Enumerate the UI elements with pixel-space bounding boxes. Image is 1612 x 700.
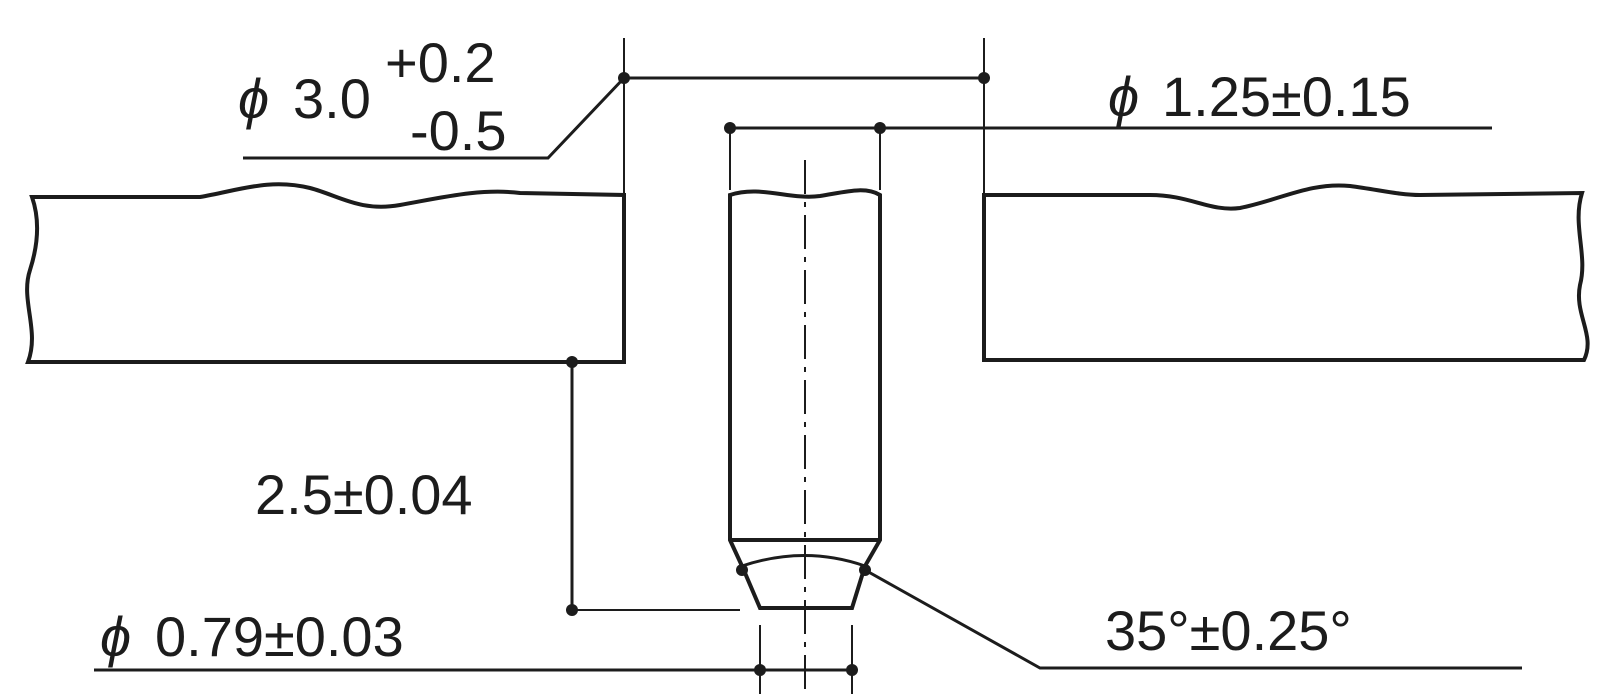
chamfer-dot-left	[736, 564, 748, 576]
left-board-section	[25, 182, 626, 364]
height-dim-dot-top	[566, 356, 578, 368]
tip-diameter-value: 0.79±0.03	[155, 605, 404, 668]
hole-diameter-symbol: ϕ	[238, 67, 269, 130]
chamfer-leader-line	[864, 568, 1522, 670]
pin-diameter-symbol: ϕ	[1108, 65, 1139, 128]
pin-tip-arc	[741, 554, 866, 568]
right-board-section	[982, 183, 1590, 362]
chamfer-angle-value: 35°±0.25°	[1105, 599, 1352, 662]
height-value: 2.5±0.04	[255, 463, 473, 526]
pin-dim-dot-left	[724, 122, 736, 134]
pin-diameter-value: 1.25±0.15	[1162, 65, 1411, 128]
hole-diameter-upper-tol: +0.2	[385, 31, 496, 94]
height-dim-dot-bottom	[566, 604, 578, 616]
tip-dim-dot-left	[754, 664, 766, 676]
hole-diameter-nominal: 3.0	[293, 67, 371, 130]
hole-dim-dot-right	[978, 72, 990, 84]
tip-diameter-symbol: ϕ	[100, 605, 131, 668]
hole-leader-line	[243, 76, 626, 160]
tip-dim-dot-right	[846, 664, 858, 676]
pin-dim-dot-right	[874, 122, 886, 134]
hole-diameter-lower-tol: -0.5	[410, 99, 507, 162]
